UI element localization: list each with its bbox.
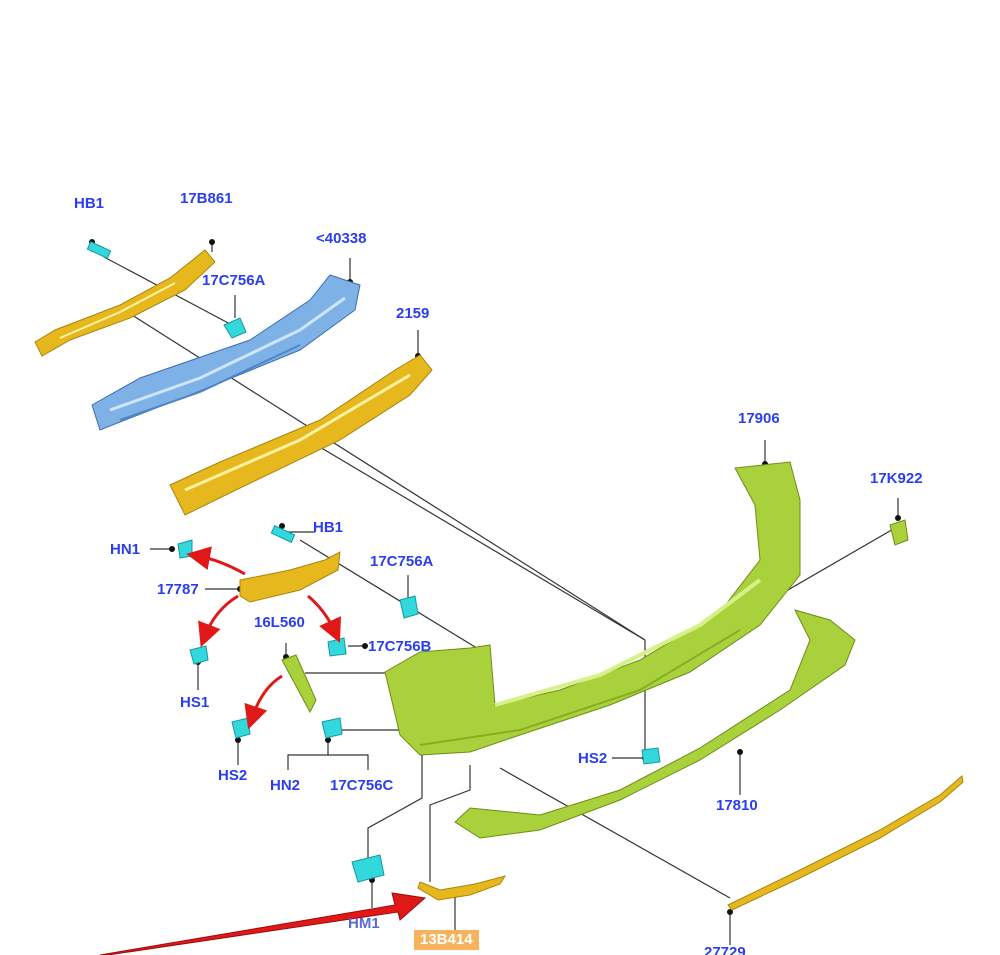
fastener-hs2-right: [641, 747, 661, 765]
label-17b861: 17B861: [180, 190, 233, 207]
part-16l560-bracket: [281, 654, 317, 714]
fastener-hn2: [321, 717, 343, 739]
fastener-hb1-top: [86, 241, 112, 259]
fastener-hn1: [177, 539, 193, 559]
part-17b861-bracket: [34, 249, 216, 357]
fastener-17c756b: [327, 637, 347, 657]
label-hb1-top: HB1: [74, 195, 105, 212]
label-hs1: HS1: [180, 694, 210, 711]
label-17c756b: 17C756B: [368, 638, 432, 655]
label-hm1: HM1: [348, 915, 380, 932]
label-17k922: 17K922: [870, 470, 923, 487]
label-hs2-left: HS2: [218, 767, 248, 784]
fastener-hs2-left: [231, 717, 251, 739]
fastener-hs1: [189, 645, 209, 665]
fasteners: [86, 241, 661, 883]
fastener-hb1-mid: [270, 525, 296, 543]
label-2159: 2159: [396, 305, 430, 322]
label-17c756a-top: 17C756A: [202, 272, 266, 289]
label-17c756c: 17C756C: [330, 777, 394, 794]
label-16l560: 16L560: [254, 614, 305, 631]
label-hn2: HN2: [270, 777, 301, 794]
part-17787-bracket: [239, 551, 341, 603]
part-40338-reinforcement: [91, 274, 361, 431]
part-13b414-trim: [417, 875, 507, 901]
label-17810: 17810: [716, 797, 758, 814]
label-17787: 17787: [157, 581, 199, 598]
callout-arrow: [99, 892, 427, 955]
fastener-17c756a-mid: [399, 595, 419, 619]
label-27729: 27729: [704, 944, 746, 955]
fastener-17c756a-top: [223, 317, 247, 339]
label-hb1-mid: HB1: [313, 519, 344, 536]
label-hn1: HN1: [110, 541, 141, 558]
red-arrows: [186, 546, 341, 730]
label-13b414: 13B414: [414, 930, 479, 950]
label-hs2-right: HS2: [578, 750, 608, 767]
fastener-hm1: [351, 854, 385, 883]
label-17906: 17906: [738, 410, 780, 427]
label-17c756a-mid: 17C756A: [370, 553, 434, 570]
part-17810-lower-valance: [454, 609, 856, 839]
label-40338: <40338: [316, 230, 367, 247]
part-27729-strip: [727, 775, 964, 911]
part-2159-absorber: [169, 354, 433, 516]
part-17k922-clip: [889, 519, 909, 546]
part-17906-bumper-cover: [384, 461, 801, 756]
